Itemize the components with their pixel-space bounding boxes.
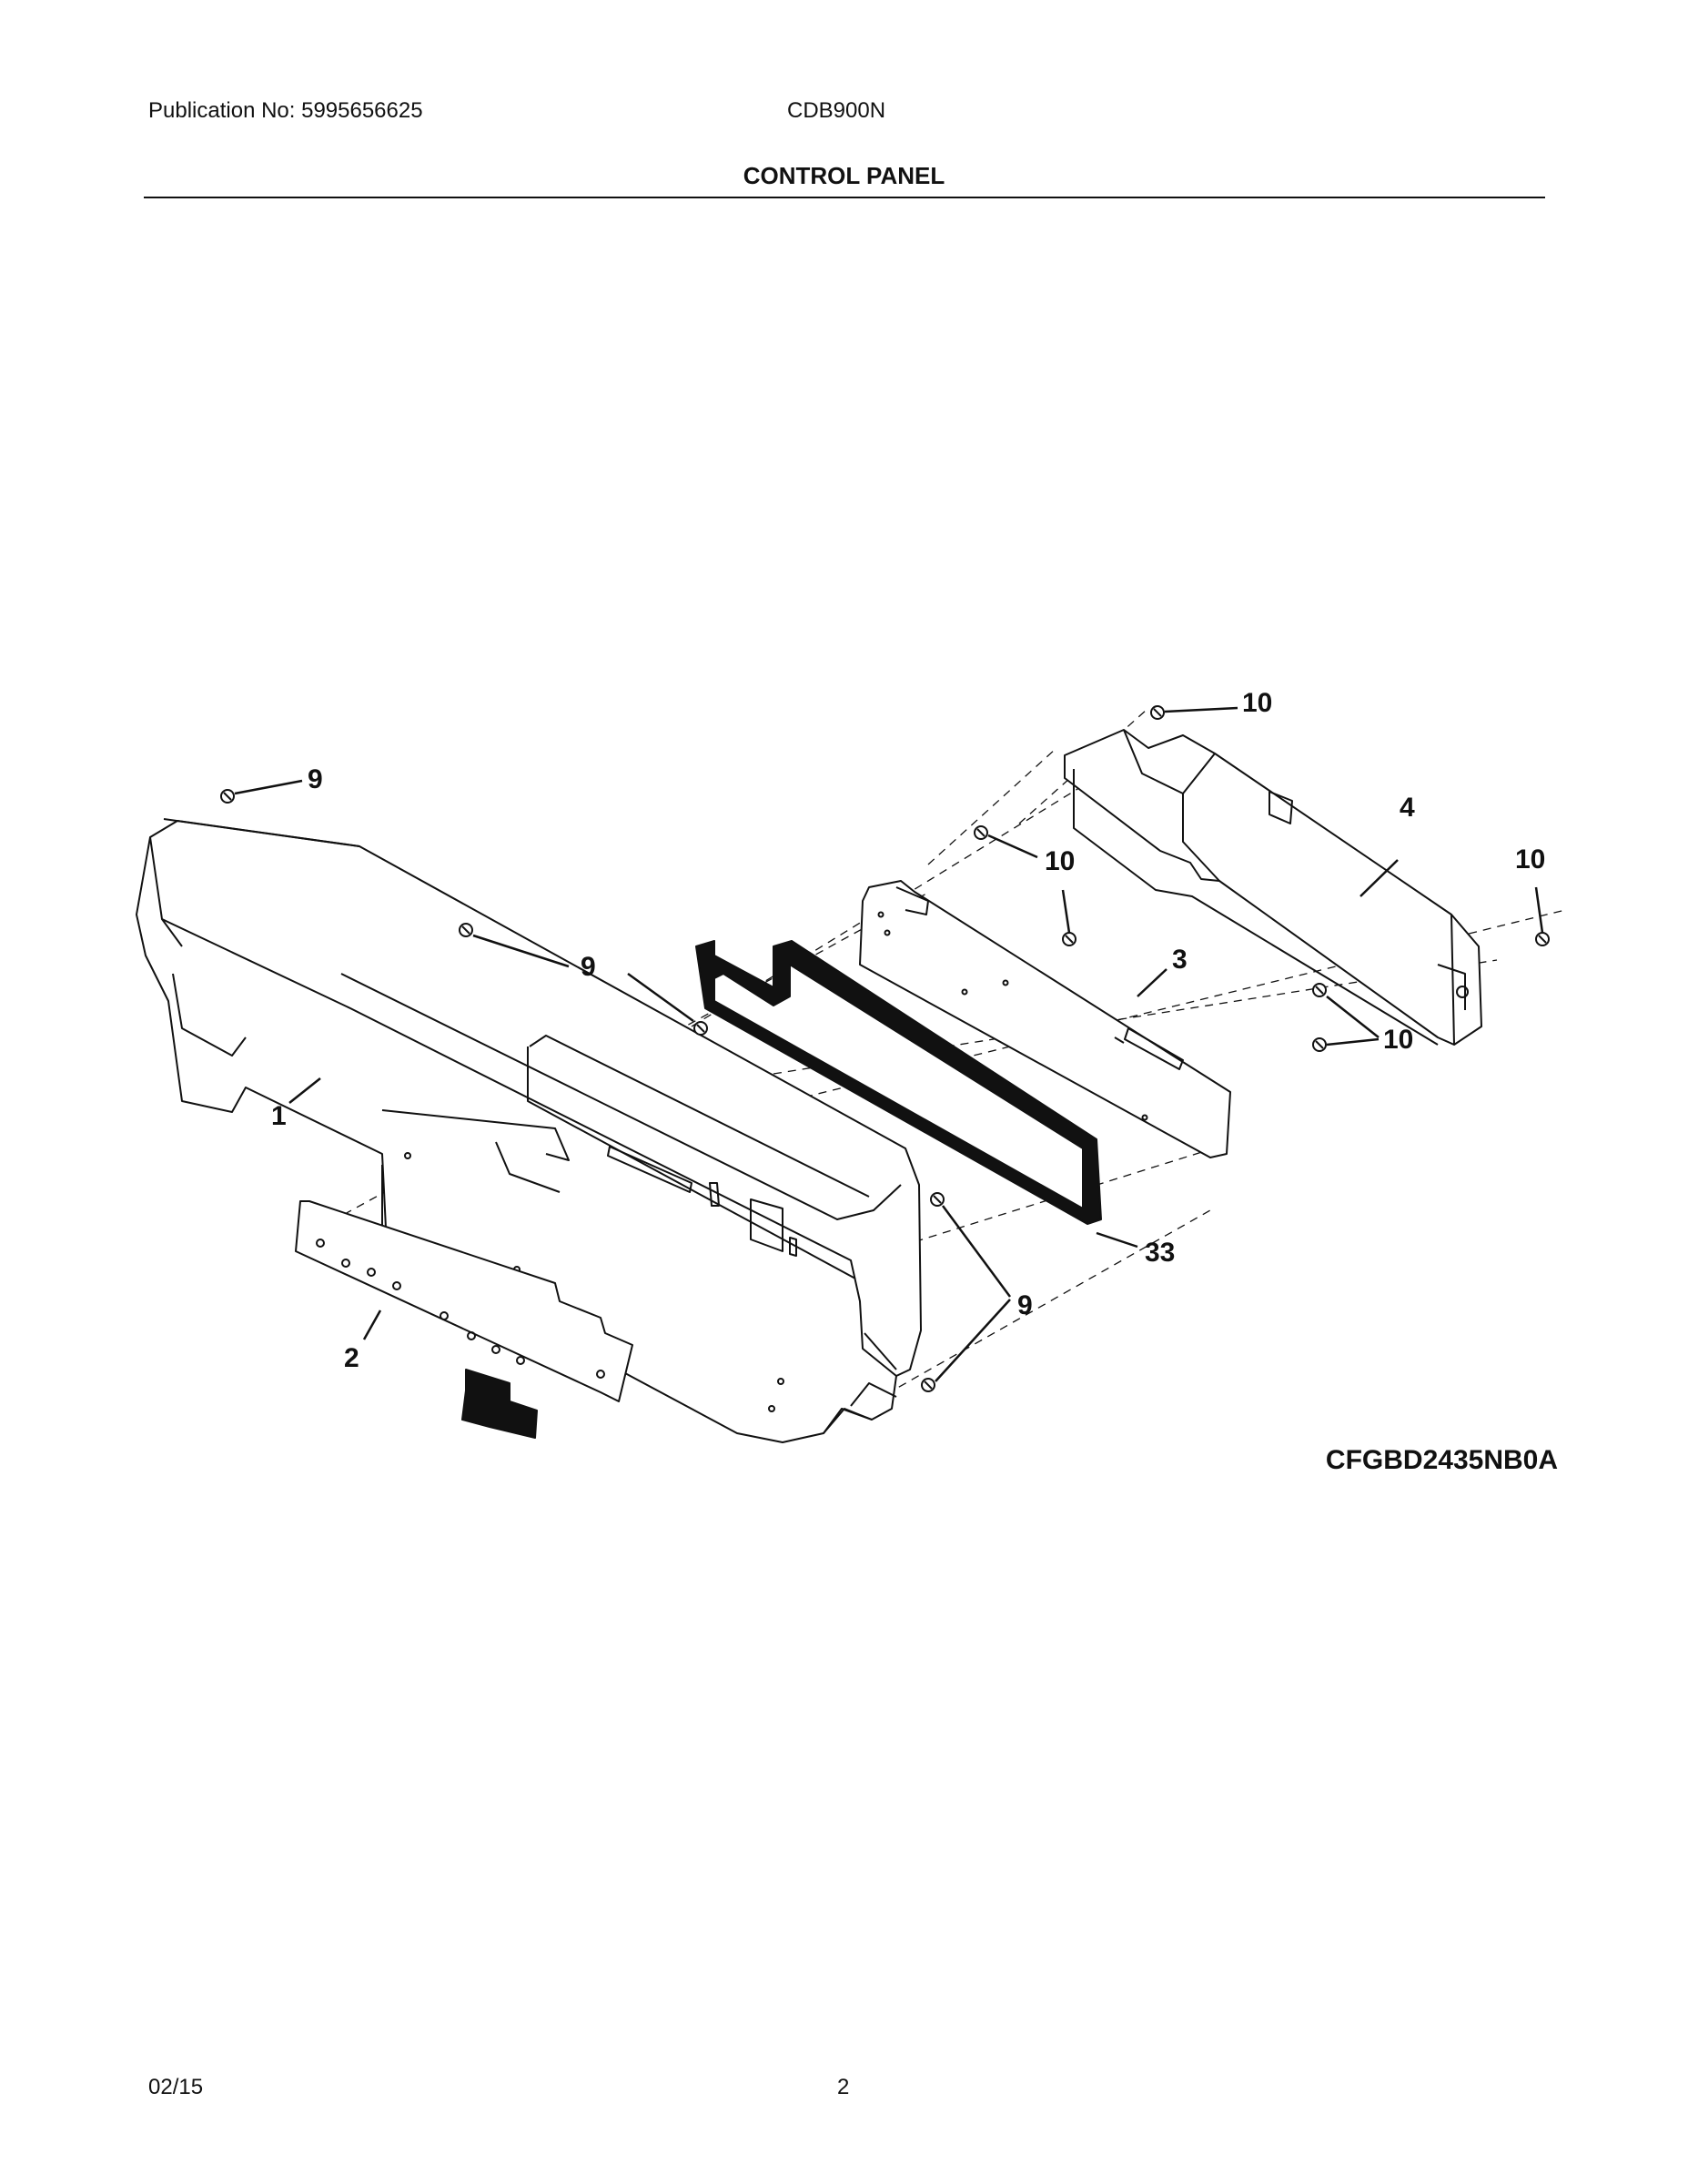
control-board-part-3 xyxy=(859,880,1231,1158)
callout-10-lower: 10 xyxy=(1383,1025,1414,1055)
figure-code: CFGBD2435NB0A xyxy=(1325,1445,1558,1475)
screw-10-lower-b xyxy=(1312,1037,1327,1052)
screw-9-mid xyxy=(459,923,473,937)
rear-housing-part-4 xyxy=(1064,729,1482,1046)
callout-4: 4 xyxy=(1400,793,1415,823)
callout-9-mid: 9 xyxy=(581,952,596,982)
callout-1: 1 xyxy=(271,1101,287,1131)
page-number: 2 xyxy=(837,2075,850,2099)
bracket-part-2 xyxy=(295,1200,633,1439)
screw-10-right xyxy=(1535,932,1550,946)
gasket-part-33 xyxy=(695,940,1102,1225)
screw-10-top xyxy=(1150,705,1165,720)
callout-10-right: 10 xyxy=(1515,844,1546,875)
screw-10-lower-a xyxy=(1312,983,1327,997)
callout-10-left: 10 xyxy=(1045,846,1076,876)
title-divider xyxy=(144,197,1545,198)
screw-9-top xyxy=(220,789,235,804)
callout-33: 33 xyxy=(1145,1238,1176,1268)
screw-9-lower-a xyxy=(930,1192,945,1207)
callout-10-top: 10 xyxy=(1242,688,1273,718)
callout-9-top: 9 xyxy=(308,764,323,794)
callout-9-lower: 9 xyxy=(1017,1290,1033,1320)
footer-date: 02/15 xyxy=(148,2075,204,2099)
screw-9-lower-b xyxy=(921,1378,935,1392)
leader-lines xyxy=(234,706,1544,1382)
screw-10-board xyxy=(1062,932,1076,946)
callout-3: 3 xyxy=(1172,945,1188,975)
screw-10-left xyxy=(974,825,988,840)
screw-9-center xyxy=(693,1021,708,1036)
model-number: CDB900N xyxy=(787,98,886,123)
screws xyxy=(220,705,1550,1392)
callout-2: 2 xyxy=(344,1343,359,1373)
publication-number: Publication No: 5995656625 xyxy=(148,98,423,123)
page-title: CONTROL PANEL xyxy=(743,162,945,189)
